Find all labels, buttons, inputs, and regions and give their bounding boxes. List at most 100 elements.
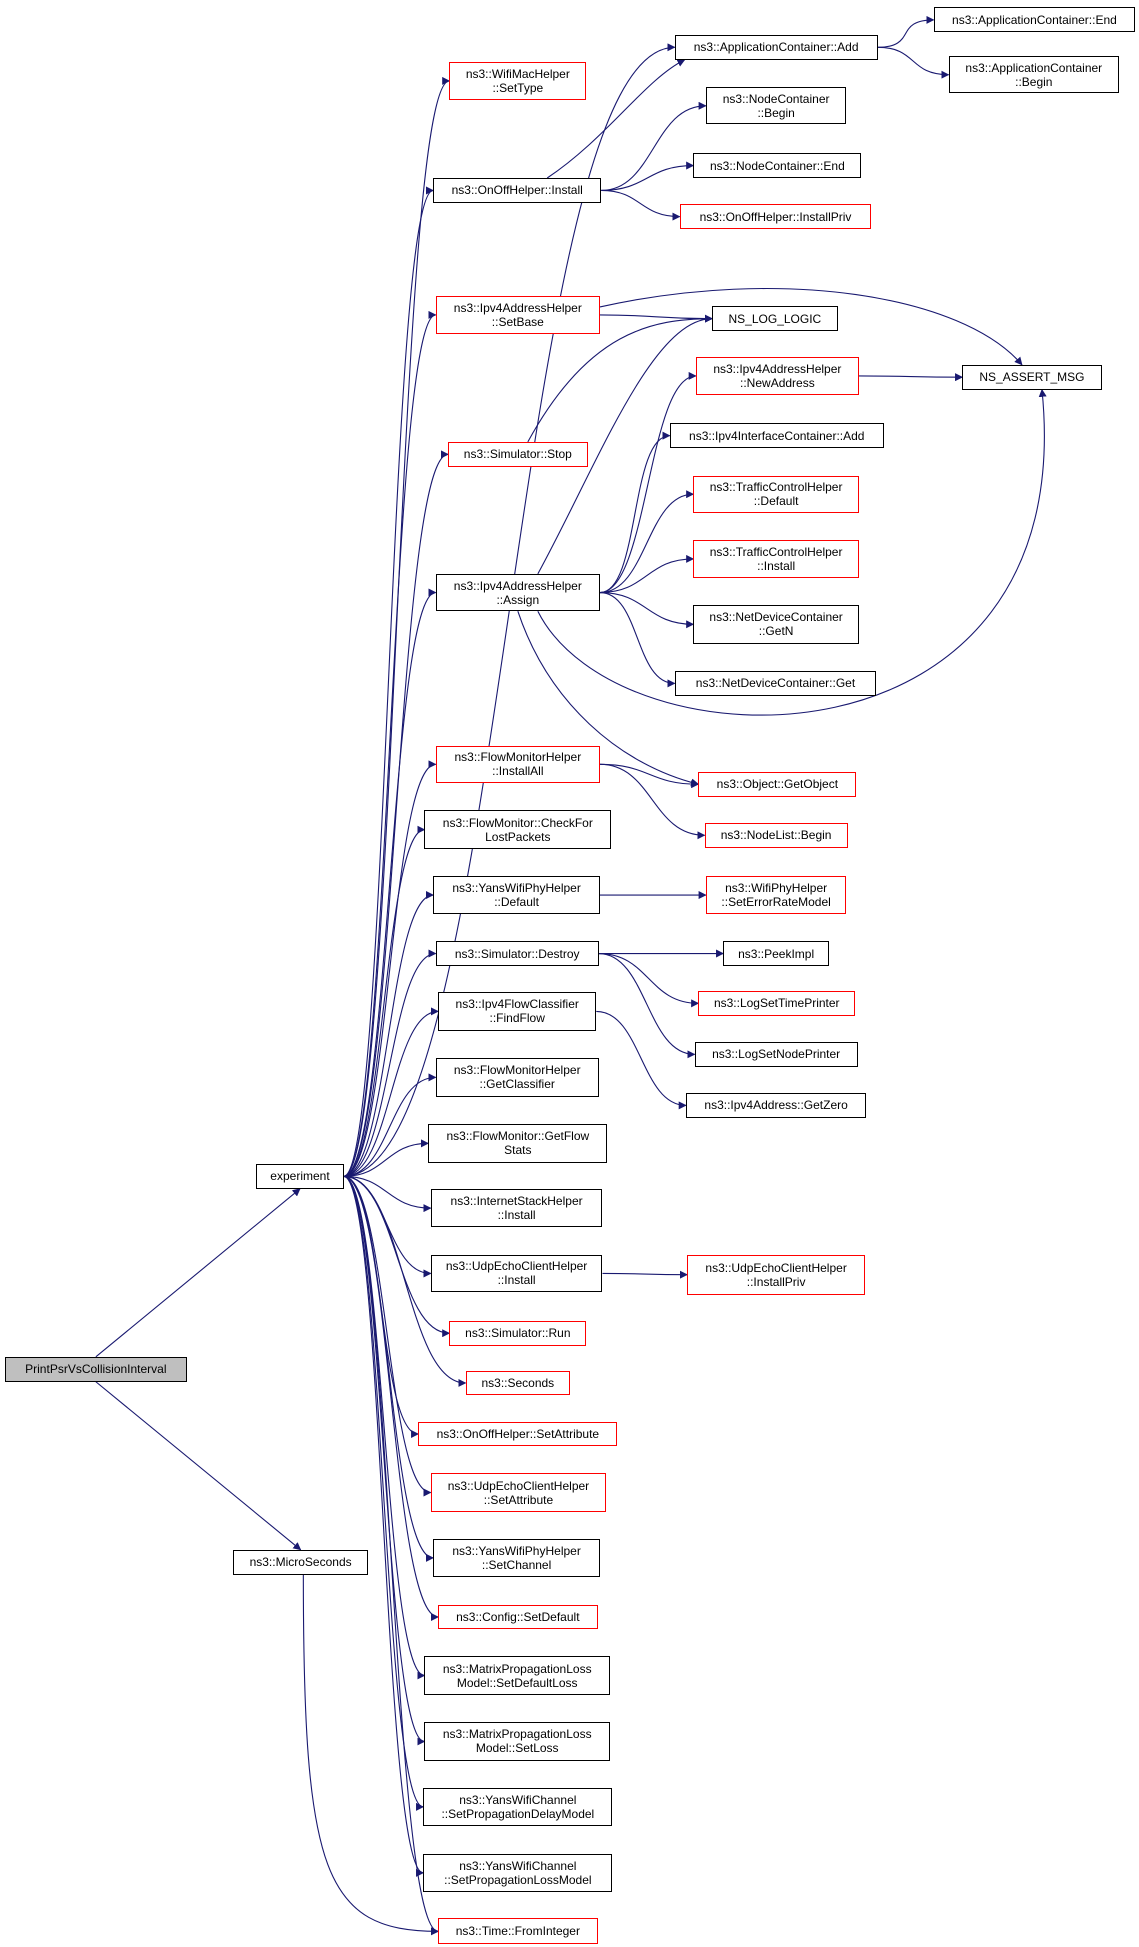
edge-experiment-to-ish_install xyxy=(343,1175,432,1213)
node-ns-assert-msg[interactable]: NS_ASSERT_MSG xyxy=(962,364,1102,390)
edge-experiment-to-appc_add xyxy=(343,43,676,1177)
node-yanswifichannel-setpropagationdelaymodel[interactable]: ns3::YansWifiChannel ::SetPropagationDel… xyxy=(423,1787,613,1827)
node-wifiphyhelper-seterrorratemodel[interactable]: ns3::WifiPhyHelper ::SetErrorRateModel xyxy=(705,876,847,914)
edge-experiment-to-fmh_getclassifier xyxy=(343,1073,437,1177)
edge-onoff_install-to-appc_add xyxy=(546,59,686,179)
edge-experiment-to-ywph_setchannel xyxy=(343,1175,434,1562)
edge-experiment-to-onoff_install xyxy=(343,186,434,1177)
node-flowmonitor-checkforlostpackets[interactable]: ns3::FlowMonitor::CheckFor LostPackets xyxy=(424,810,612,849)
edge-ipv4fc_findflow-to-ipv4addr_getzero xyxy=(596,1010,687,1110)
node-microseconds[interactable]: ns3::MicroSeconds xyxy=(232,1549,369,1575)
edge-experiment-to-uech_setattr xyxy=(343,1175,432,1497)
edge-experiment-to-time_frominteger xyxy=(343,1175,439,1936)
node-simulator-stop[interactable]: ns3::Simulator::Stop xyxy=(448,441,588,467)
node-simulator-run[interactable]: ns3::Simulator::Run xyxy=(449,1320,587,1346)
edge-ipv4ah_assign-to-ns_assert_msg xyxy=(537,388,1047,716)
node-yanswifiphyhelper-setchannel[interactable]: ns3::YansWifiPhyHelper ::SetChannel xyxy=(433,1538,600,1578)
node-yanswifichannel-setpropagationlossmodel[interactable]: ns3::YansWifiChannel ::SetPropagationLos… xyxy=(423,1853,613,1893)
node-udpechoclienthelper-setattribute[interactable]: ns3::UdpEchoClientHelper ::SetAttribute xyxy=(430,1472,607,1513)
edge-ipv4ah_assign-to-obj_getobject xyxy=(517,611,700,787)
node-matrixpropagationlossmodel-setdefaultloss[interactable]: ns3::MatrixPropagationLoss Model::SetDef… xyxy=(424,1655,610,1696)
node-config-setdefault[interactable]: ns3::Config::SetDefault xyxy=(438,1604,598,1630)
edge-experiment-to-fm_getflowstats xyxy=(343,1139,430,1177)
node-object-getobject[interactable]: ns3::Object::GetObject xyxy=(698,771,857,797)
node-nodecontainer-end[interactable]: ns3::NodeContainer::End xyxy=(693,153,862,178)
node-onoffhelper-setattribute[interactable]: ns3::OnOffHelper::SetAttribute xyxy=(418,1421,618,1447)
edge-ipv4ah_assign-to-tch_default xyxy=(599,490,695,594)
node-matrixpropagationlossmodel-setloss[interactable]: ns3::MatrixPropagationLoss Model::SetLos… xyxy=(424,1721,610,1762)
edge-experiment-to-seconds xyxy=(343,1175,467,1387)
node-ipv4addresshelper-setbase[interactable]: ns3::Ipv4AddressHelper ::SetBase xyxy=(435,296,600,334)
node-onoffhelper-installpriv[interactable]: ns3::OnOffHelper::InstallPriv xyxy=(679,204,872,230)
node-udpechoclienthelper-installpriv[interactable]: ns3::UdpEchoClientHelper ::InstallPriv xyxy=(687,1254,866,1295)
node-trafficcontrolhelper-default[interactable]: ns3::TrafficControlHelper ::Default xyxy=(693,475,859,513)
edge-ipv4ah_setbase-to-ns_log_logic xyxy=(599,314,713,323)
node-flowmonitorhelper-getclassifier[interactable]: ns3::FlowMonitorHelper ::GetClassifier xyxy=(435,1058,599,1097)
edge-experiment-to-fmh_installall xyxy=(343,760,437,1177)
edge-ipv4ah_assign-to-ndc_get xyxy=(599,591,676,688)
edge-onoff_install-to-onoff_installpriv xyxy=(601,189,681,221)
node-simulator-destroy[interactable]: ns3::Simulator::Destroy xyxy=(435,941,599,966)
edge-ipv4ah_assign-to-ns_log_logic xyxy=(537,314,713,575)
edge-fmh_installall-to-obj_getobject xyxy=(599,763,700,789)
node-trafficcontrolhelper-install[interactable]: ns3::TrafficControlHelper ::Install xyxy=(693,540,859,578)
edge-uech_install-to-uech_installpriv xyxy=(602,1270,688,1279)
node-flowmonitor-getflowstats[interactable]: ns3::FlowMonitor::GetFlow Stats xyxy=(428,1124,608,1163)
edge-experiment-to-sim_destroy xyxy=(343,949,437,1177)
node-ipv4addresshelper-assign[interactable]: ns3::Ipv4AddressHelper ::Assign xyxy=(435,573,600,612)
node-udpechoclienthelper-install[interactable]: ns3::UdpEchoClientHelper ::Install xyxy=(430,1254,603,1293)
edges-layer xyxy=(95,15,1047,1936)
edge-experiment-to-sim_stop xyxy=(343,450,449,1177)
node-ipv4address-getzero[interactable]: ns3::Ipv4Address::GetZero xyxy=(685,1092,867,1118)
edge-ipv4ah_setbase-to-ns_assert_msg xyxy=(599,287,1023,366)
edge-fmh_installall-to-nodelist_begin xyxy=(599,763,706,840)
node-ns-log-logic[interactable]: NS_LOG_LOGIC xyxy=(712,306,838,332)
node-applicationcontainer-add[interactable]: ns3::ApplicationContainer::Add xyxy=(674,34,878,60)
edge-sim_destroy-to-logsetnodeprinter xyxy=(598,952,696,1059)
node-seconds[interactable]: ns3::Seconds xyxy=(465,1370,571,1396)
node-wifimachelper-settype[interactable]: ns3::WifiMacHelper ::SetType xyxy=(449,62,587,100)
edge-experiment-to-config_setdefault xyxy=(343,1175,439,1621)
node-yanswifiphyhelper-default[interactable]: ns3::YansWifiPhyHelper ::Default xyxy=(433,876,600,914)
edge-sim_stop-to-ns_log_logic xyxy=(527,314,713,443)
node-applicationcontainer-end[interactable]: ns3::ApplicationContainer::End xyxy=(933,7,1136,33)
edge-ipv4ah_assign-to-ipv4ah_newaddress xyxy=(599,371,697,594)
node-nodelist-begin[interactable]: ns3::NodeList::Begin xyxy=(704,822,848,848)
node-ipv4flowclassifier-findflow[interactable]: ns3::Ipv4FlowClassifier ::FindFlow xyxy=(438,992,597,1031)
node-ipv4interfacecontainer-add[interactable]: ns3::Ipv4InterfaceContainer::Add xyxy=(669,423,884,449)
node-time-frominteger[interactable]: ns3::Time::FromInteger xyxy=(438,1918,598,1945)
node-nodecontainer-begin[interactable]: ns3::NodeContainer ::Begin xyxy=(705,87,847,125)
edge-microseconds-to-time_frominteger xyxy=(302,1574,439,1936)
edge-experiment-to-ywc_setpropdelay xyxy=(343,1175,425,1811)
node-netdevicecontainer-getn[interactable]: ns3::NetDeviceContainer ::GetN xyxy=(693,604,859,644)
edge-onoff_install-to-nodec_begin xyxy=(601,101,707,192)
edge-appc_add-to-appc_end xyxy=(877,15,935,48)
node-applicationcontainer-begin[interactable]: ns3::ApplicationContainer ::Begin xyxy=(948,56,1120,94)
edge-sim_destroy-to-logsettimeprinter xyxy=(598,952,700,1008)
edge-ipv4ah_assign-to-ipv4ic_add xyxy=(599,431,671,594)
edge-appc_add-to-appc_begin xyxy=(877,46,950,79)
node-peekimpl[interactable]: ns3::PeekImpl xyxy=(723,941,830,966)
edge-print-to-microseconds xyxy=(95,1381,302,1551)
edge-experiment-to-ywc_setproploss xyxy=(343,1175,425,1877)
node-logsettimeprinter[interactable]: ns3::LogSetTimePrinter xyxy=(698,990,856,1016)
edge-experiment-to-ipv4fc_findflow xyxy=(343,1007,439,1177)
edge-experiment-to-mplm_setdefaultloss xyxy=(343,1175,426,1680)
node-internetstackhelper-install[interactable]: ns3::InternetStackHelper ::Install xyxy=(430,1188,603,1228)
node-onoffhelper-install[interactable]: ns3::OnOffHelper::Install xyxy=(433,178,602,203)
node-netdevicecontainer-get[interactable]: ns3::NetDeviceContainer::Get xyxy=(674,670,877,696)
node-logsetnodeprinter[interactable]: ns3::LogSetNodePrinter xyxy=(694,1041,858,1067)
node-printpsrvscollisioninterval[interactable]: PrintPsrVsCollisionInterval xyxy=(4,1356,187,1382)
edge-ipv4ah_assign-to-ndc_getn xyxy=(599,591,695,629)
edge-onoff_install-to-nodec_end xyxy=(601,161,695,192)
edge-print-to-experiment xyxy=(95,1188,301,1358)
edge-ipv4ah_newaddress-to-ns_assert_msg xyxy=(858,373,964,382)
edge-experiment-to-ipv4ah_assign xyxy=(343,588,437,1177)
edge-experiment-to-ywph_default xyxy=(343,891,434,1177)
node-ipv4addresshelper-newaddress[interactable]: ns3::Ipv4AddressHelper ::NewAddress xyxy=(695,357,859,395)
edge-experiment-to-ipv4ah_setbase xyxy=(343,311,437,1177)
node-flowmonitorhelper-installall[interactable]: ns3::FlowMonitorHelper ::InstallAll xyxy=(435,745,600,783)
edge-ipv4ah_assign-to-tch_install xyxy=(599,554,695,594)
node-experiment[interactable]: experiment xyxy=(256,1163,344,1189)
